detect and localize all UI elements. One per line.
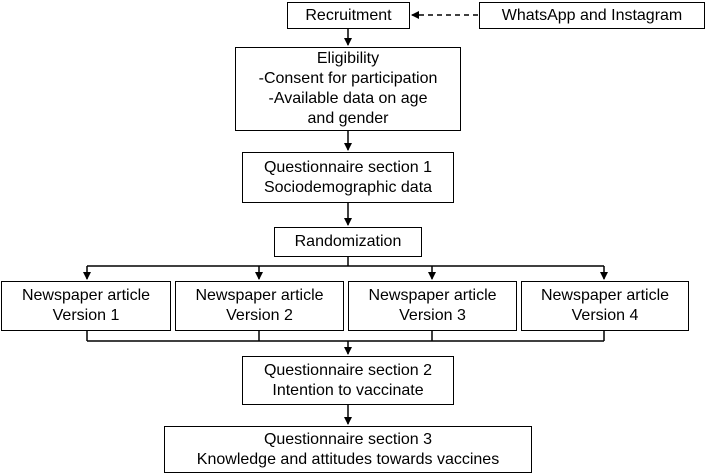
recruitment-label: Recruitment	[305, 6, 392, 24]
article-version2-line-1: Newspaper article	[195, 287, 324, 304]
questionnaire3-line-1: Questionnaire section 3	[263, 430, 433, 448]
eligibility-line-4: and gender	[307, 110, 389, 127]
questionnaire2-box: Questionnaire section 2 Intention to vac…	[242, 356, 454, 405]
article-version1-box: Newspaper article Version 1	[1, 281, 171, 331]
questionnaire1-line-1: Questionnaire section 1	[263, 158, 433, 176]
article-version2-box: Newspaper article Version 2	[175, 281, 344, 331]
eligibility-line-2: -Consent for participation	[258, 70, 438, 87]
article-version4-line-2: Version 4	[571, 307, 639, 324]
eligibility-line-3: -Available data on age	[268, 90, 428, 107]
randomization-label: Randomization	[294, 233, 402, 250]
article-version1-line-1: Newspaper article	[21, 287, 151, 304]
source-box: WhatsApp and Instagram	[479, 2, 705, 29]
article-version4-line-1: Newspaper article	[540, 287, 670, 304]
recruitment-box: Recruitment	[287, 2, 410, 29]
questionnaire2-line-2: Intention to vaccinate	[272, 381, 424, 399]
article-version3-line-2: Version 3	[399, 307, 466, 324]
questionnaire1-line-2: Sociodemographic data	[263, 178, 433, 196]
questionnaire1-box: Questionnaire section 1 Sociodemographic…	[242, 152, 454, 203]
eligibility-line-1: Eligibility	[316, 50, 380, 67]
article-version4-box: Newspaper article Version 4	[521, 281, 689, 331]
article-version2-line-2: Version 2	[226, 307, 293, 324]
article-version3-line-1: Newspaper article	[368, 287, 497, 304]
eligibility-box: Eligibility -Consent for participation -…	[235, 47, 461, 131]
questionnaire3-box: Questionnaire section 3 Knowledge and at…	[164, 426, 532, 473]
questionnaire3-line-2: Knowledge and attitudes towards vaccines	[196, 450, 500, 468]
article-version1-line-2: Version 1	[52, 307, 120, 324]
randomization-box: Randomization	[274, 227, 422, 257]
source-label: WhatsApp and Instagram	[501, 6, 683, 24]
article-version3-box: Newspaper article Version 3	[348, 281, 517, 331]
questionnaire2-line-1: Questionnaire section 2	[263, 361, 433, 379]
